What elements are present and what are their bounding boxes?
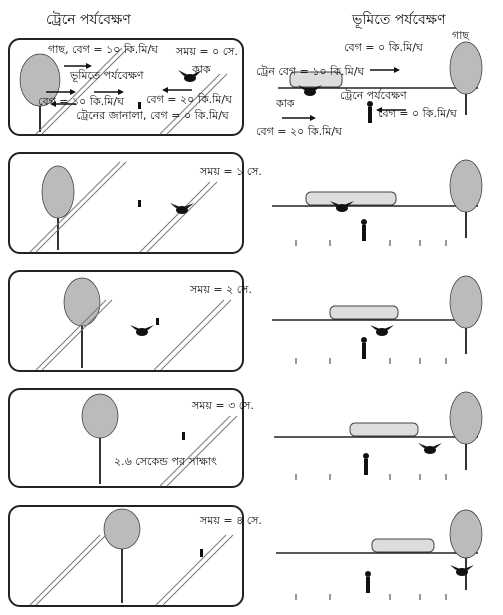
- ground-speed-label: বেগ = ১০ কি.মি/ঘ: [38, 95, 124, 108]
- r-tree-label: গাছ: [452, 29, 470, 42]
- ground-observer-label: ভূমিতে পর্যবেক্ষণ: [70, 69, 144, 82]
- tree-illustration: [41, 165, 75, 219]
- crow-speed-label: বেগ = ২০ কি.মি/ঘ: [146, 93, 232, 106]
- train-icon: [371, 538, 435, 553]
- r-observer-speed-label: বেগ = ০ কি.মি/ঘ: [378, 107, 457, 120]
- tree-illustration: [103, 508, 141, 550]
- crow-icon: [418, 443, 442, 454]
- person-icon: [361, 219, 367, 241]
- time-label: সময় = ০ সে.: [176, 45, 238, 58]
- train-window-frame-3: সময় = ২ সে.: [8, 270, 252, 372]
- r-train-observer-label: ট্রেনে পর্যবেক্ষণ: [340, 89, 407, 102]
- tree-illustration: [19, 53, 61, 132]
- ground-tree-illustration: [449, 41, 483, 115]
- person-icon: [365, 571, 371, 593]
- crow-icon: [178, 70, 202, 82]
- crow-label: কাক: [192, 63, 211, 76]
- person-icon: [361, 337, 367, 359]
- crow-icon: [170, 203, 194, 214]
- time-label: সময় = ৪ সে.: [200, 514, 262, 527]
- crow-icon: [370, 325, 394, 336]
- train-icon: [329, 305, 399, 320]
- crow-icon: [298, 85, 322, 96]
- person-icon: [182, 432, 185, 440]
- train-window-frame-2: সময় = ১ সে.: [8, 152, 262, 254]
- tree-illustration: [81, 393, 119, 439]
- person-icon: [200, 549, 203, 557]
- crow-icon: [330, 201, 354, 212]
- train-window-frame-4: সময় = ৩ সে. ২.৬ সেকেন্ড পর সাক্ষাৎ: [8, 388, 254, 488]
- person-icon: [367, 101, 373, 123]
- train-view-header: ট্রেনে পর্যবেক্ষণ: [46, 12, 131, 28]
- time-label: সময় = ৩ সে.: [192, 399, 254, 412]
- train-window-frame-1: গাছ, বেগ = ১০ কি.মি/ঘ সময় = ০ সে. ভূমিত…: [8, 38, 244, 136]
- r-crow-speed-label: বেগ = ২০ কি.মি/ঘ: [256, 125, 342, 138]
- ground-tree-illustration: [449, 275, 483, 354]
- ground-tree-illustration: [449, 159, 483, 238]
- r-train-speed-label: ট্রেন বেগ = ১০ কি.মি/ঘ: [256, 65, 365, 78]
- ground-view-header: ভূমিতে পর্যবেক্ষণ: [352, 12, 446, 28]
- ground-tree-illustration: [449, 509, 483, 590]
- train-icon: [305, 191, 397, 206]
- person-icon: [363, 453, 369, 475]
- crow-icon: [450, 565, 474, 576]
- tree-illustration: [63, 277, 101, 327]
- tree-speed-label: গাছ, বেগ = ১০ কি.মি/ঘ: [48, 43, 158, 56]
- person-icon: [138, 102, 141, 109]
- r-tree-speed-label: বেগ = ০ কি.মি/ঘ: [344, 41, 423, 54]
- person-icon: [138, 200, 141, 207]
- time-label: সময় = ২ সে.: [190, 283, 252, 296]
- crow-icon: [130, 325, 154, 336]
- train-window-frame-5: সময় = ৪ সে.: [8, 505, 262, 607]
- train-icon: [349, 422, 419, 437]
- meet-note: ২.৬ সেকেন্ড পর সাক্ষাৎ: [114, 455, 217, 468]
- r-crow-label: কাক: [276, 97, 295, 110]
- ground-tree-illustration: [449, 391, 483, 470]
- person-icon: [156, 318, 159, 325]
- window-speed-label: ট্রেনের জানালা, বেগ = ০ কি.মি/ঘ: [76, 109, 229, 122]
- time-label: সময় = ১ সে.: [200, 165, 262, 178]
